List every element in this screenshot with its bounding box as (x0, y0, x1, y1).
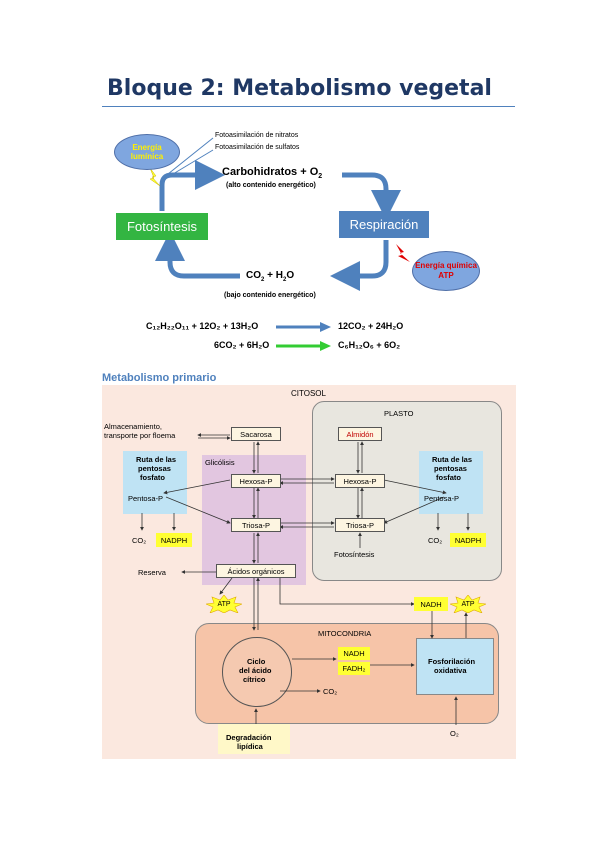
nadph-right-badge: NADPH (450, 533, 486, 547)
co2-a: CO (246, 270, 261, 281)
energia-luminica-label: Energía lumínica (130, 143, 164, 161)
fosforilacion-region (416, 638, 494, 695)
co2-e: O (286, 270, 295, 281)
arrow-resp-to-co2 (330, 240, 389, 291)
mitocondria-label: MITOCONDRIA (318, 629, 372, 638)
co2-h2o-label: CO2 + H2O (246, 270, 294, 283)
fosforilacion-label-1: Fosforilación (428, 657, 476, 666)
atp-right-label: ATP (461, 600, 475, 608)
page-title: Bloque 2: Metabolismo vegetal (107, 76, 492, 101)
pentosas-right-label-2: pentosas (434, 464, 467, 473)
pentosa-p-left-label: Pentosa-P (128, 494, 164, 503)
metabolism-figure: CITOSOL PLASTO Glicólisis Almacenamiento… (102, 385, 516, 759)
atp-left-label: ATP (217, 600, 231, 608)
arrow-carb-to-resp (342, 172, 401, 220)
arrow-foto-to-carb (159, 160, 225, 211)
ciclo-label-2: del ácido (239, 666, 272, 675)
co2-b: 2 (261, 277, 265, 283)
nadh-mito-badge: NADH (338, 647, 370, 660)
section-heading: Metabolismo primario (102, 372, 217, 384)
pentosas-left-label-3: fosfato (140, 473, 165, 482)
sulfatos-label: Fotoasimilación de sulfatos (215, 144, 300, 151)
co2-c: + H (264, 270, 283, 281)
reserva-label: Reserva (138, 568, 166, 577)
equation-1-right: 12CO₂ + 24H₂O (338, 321, 404, 331)
pentosas-left-label-1: Ruta de las (136, 455, 177, 464)
hexosa-p-cyto-box: Hexosa-P (231, 474, 281, 488)
almidon-box: Almidón (338, 427, 382, 441)
degradacion-label-1: Degradación (226, 733, 272, 742)
acidos-organicos-box: Ácidos orgánicos (216, 564, 296, 578)
atp-star-left-icon (206, 595, 242, 613)
alto-contenido-label: (alto contenido energético) (226, 182, 316, 189)
equation-1-arrow (276, 322, 331, 332)
fadh2-badge: FADH₂ (338, 662, 370, 675)
atp-label: ATP (438, 271, 454, 280)
title-divider (102, 106, 515, 107)
pentosas-right-label-1: Ruta de las (432, 455, 473, 464)
plasto-label: PLASTO (384, 409, 414, 418)
ciclo-label-1: Ciclo (247, 657, 266, 666)
almacenamiento-label-1: Almacenamiento, (104, 422, 162, 431)
o2-label: O₂ (450, 729, 459, 738)
equation-1-left: C₁₂H₂₂O₁₁ + 12O₂ + 13H₂O (146, 321, 259, 331)
ciclo-circle (222, 637, 292, 707)
fosforilacion-label-2: oxidativa (434, 666, 467, 675)
carbohidratos-text: Carbohidratos + O (222, 166, 319, 178)
pentosas-right-label-3: fosfato (436, 473, 461, 482)
red-bolt-icon (396, 244, 410, 262)
citosol-label: CITOSOL (291, 389, 326, 398)
atp-star-right-icon (450, 595, 486, 613)
line-sulfatos (162, 149, 214, 181)
equation-2-left: 6CO₂ + 6H₂O (214, 340, 270, 350)
cycle-arrows (149, 137, 410, 291)
arrow-co2-to-foto (155, 231, 240, 279)
energia-quimica-label: Energía química (415, 261, 477, 270)
line-nitratos (162, 137, 214, 179)
almacenamiento-label-2: transporte por floema (104, 431, 176, 440)
degradacion-label-2: lipídica (237, 742, 263, 751)
co2-mito-label: CO₂ (323, 687, 338, 696)
degradacion-region (218, 724, 290, 754)
equation-2-arrow (276, 341, 331, 351)
nadph-left-badge: NADPH (156, 533, 192, 547)
hexosa-p-plasto-box: Hexosa-P (335, 474, 385, 488)
carbohidratos-sub: 2 (318, 173, 323, 181)
nitratos-label: Fotoasimilación de nitratos (215, 132, 299, 139)
glicolisis-label: Glicólisis (205, 458, 235, 467)
equation-2-right: C₆H₁₂O₆ + 6O₂ (338, 340, 401, 350)
co2-d: 2 (282, 277, 287, 283)
sacarosa-box: Sacarosa (231, 427, 281, 441)
metabolism-arrows (140, 433, 470, 725)
triosa-p-plasto-box: Triosa-P (335, 518, 385, 532)
lightning-icon (149, 167, 161, 187)
pentosas-left-region (123, 451, 187, 514)
pentosas-left-label-2: pentosas (138, 464, 171, 473)
co2-left-label: CO₂ (132, 536, 147, 545)
ciclo-label-3: cítrico (243, 675, 266, 684)
co2-right-label: CO₂ (428, 536, 443, 545)
carbohidratos-label: Carbohidratos + O2 (222, 166, 322, 180)
energia-luminica-ellipse: Energía lumínica (114, 134, 180, 170)
nadh-top-badge: NADH (414, 597, 448, 611)
energia-quimica-ellipse: Energía química ATP (412, 251, 480, 291)
fotosintesis-box: Fotosíntesis (116, 213, 208, 240)
pentosa-p-right-label: Pentosa-P (424, 494, 460, 503)
triosa-p-cyto-box: Triosa-P (231, 518, 281, 532)
fotosintesis-label: Fotosíntesis (334, 550, 375, 559)
bajo-contenido-label: (bajo contenido energético) (224, 292, 316, 299)
respiracion-box: Respiración (339, 211, 429, 238)
